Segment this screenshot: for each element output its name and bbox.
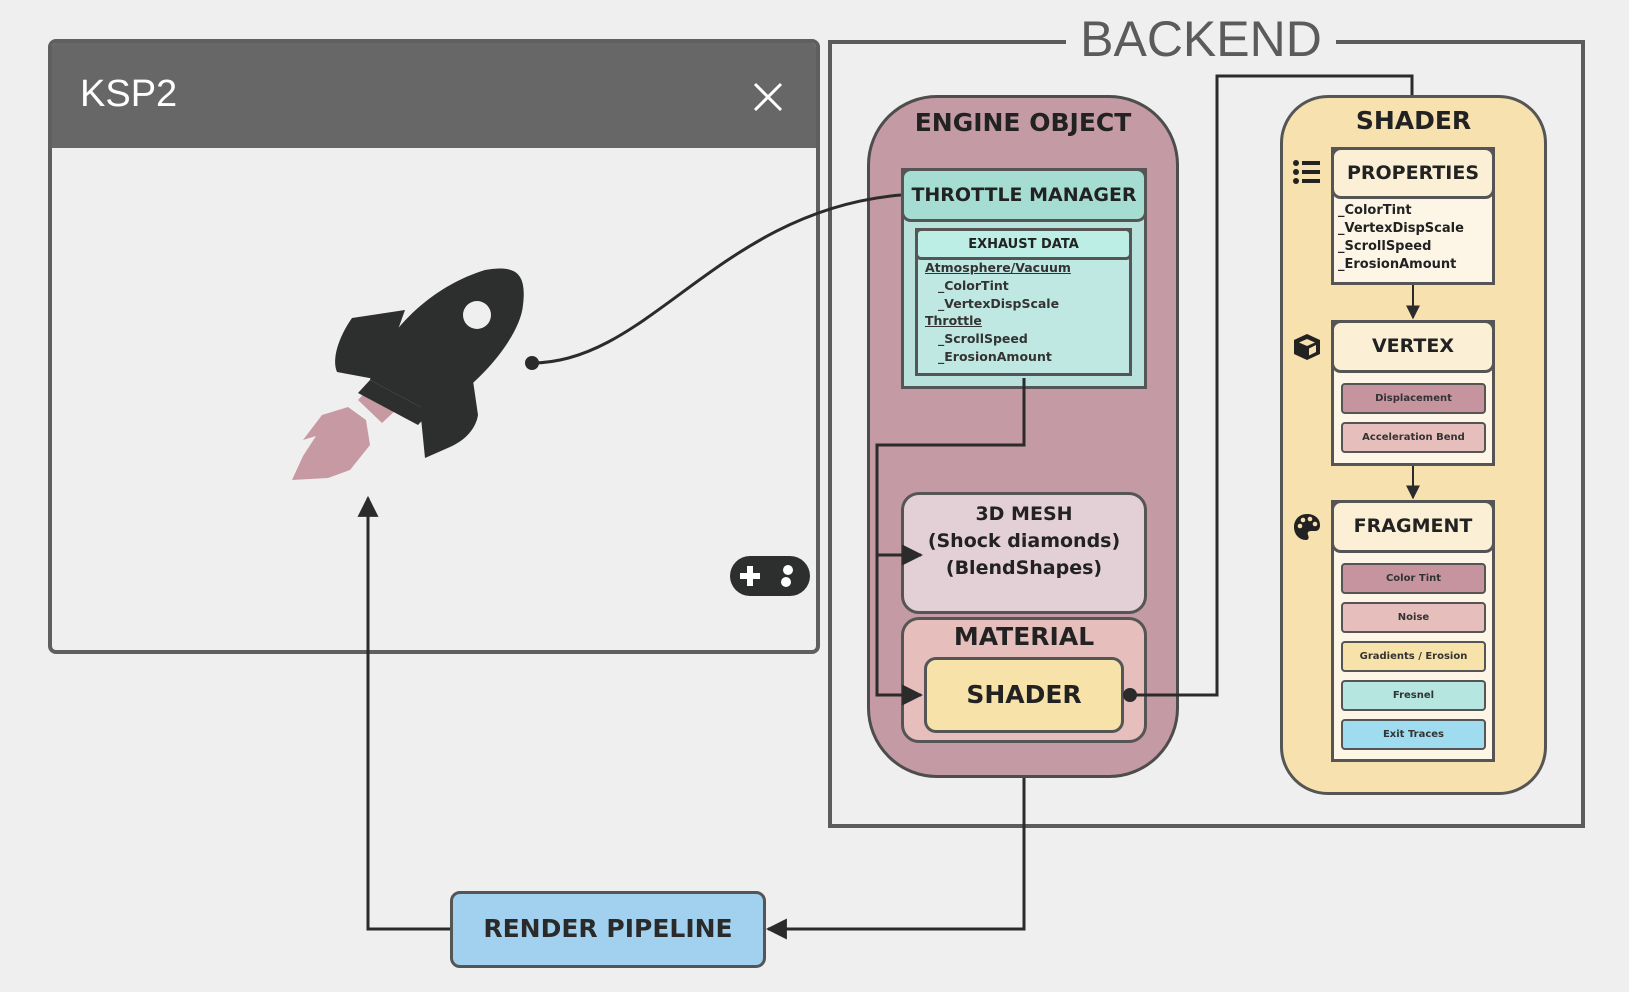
connector-shader-link xyxy=(1130,74,1414,697)
fragment-item: Fresnel xyxy=(1341,680,1486,711)
connector-engine-render xyxy=(765,778,1026,940)
fragment-item: Exit Traces xyxy=(1341,719,1486,750)
gamepad-icon xyxy=(730,556,810,596)
fragment-item: Color Tint xyxy=(1341,563,1486,594)
window-titlebar xyxy=(52,43,816,148)
exhaust-line: Throttle xyxy=(925,313,982,328)
mesh-line: (BlendShapes) xyxy=(945,557,1103,579)
fragment-title: FRAGMENT xyxy=(1331,500,1495,553)
game-window: KSP2 xyxy=(48,39,820,654)
backend-title: BACKEND xyxy=(1066,10,1336,68)
connector-throttle-shader xyxy=(875,555,924,706)
engine-object-title: ENGINE OBJECT xyxy=(914,108,1132,137)
vertex-item: Acceleration Bend xyxy=(1341,422,1486,453)
material-title: MATERIAL xyxy=(953,622,1095,651)
property-item: _ErosionAmount xyxy=(1338,257,1457,272)
shader-title: SHADER xyxy=(1355,106,1472,135)
vertex-title: VERTEX xyxy=(1331,320,1495,373)
fragment-item: Noise xyxy=(1341,602,1486,633)
material-shader-box: SHADER xyxy=(924,657,1124,733)
connector-throttle-mesh xyxy=(875,378,1026,566)
fragment-item: Gradients / Erosion xyxy=(1341,641,1486,672)
exhaust-data-title: EXHAUST DATA xyxy=(915,228,1132,260)
property-item: _ColorTint xyxy=(1338,203,1412,218)
list-icon xyxy=(1293,160,1320,184)
connector-dot xyxy=(525,356,539,370)
connector-render-game xyxy=(357,495,450,931)
mesh-line: 3D MESH xyxy=(975,503,1073,525)
mesh-box: 3D MESH (Shock diamonds) (BlendShapes) xyxy=(901,492,1147,614)
exhaust-line: _VertexDispScale xyxy=(938,296,1060,311)
properties-title: PROPERTIES xyxy=(1331,147,1495,199)
exhaust-line: _ColorTint xyxy=(938,278,1009,293)
throttle-manager-title: THROTTLE MANAGER xyxy=(901,168,1147,222)
connector-rocket-throttle xyxy=(531,193,902,365)
property-item: _ScrollSpeed xyxy=(1338,239,1432,254)
exhaust-line: _ErosionAmount xyxy=(938,349,1052,364)
vertex-item: Displacement xyxy=(1341,383,1486,414)
mesh-line: (Shock diamonds) xyxy=(927,530,1121,552)
rocket-icon xyxy=(292,268,524,480)
render-pipeline-box: RENDER PIPELINE xyxy=(450,891,766,968)
cube-icon xyxy=(1294,334,1320,360)
palette-icon xyxy=(1294,514,1320,540)
window-title: KSP2 xyxy=(80,73,178,115)
property-item: _VertexDispScale xyxy=(1338,221,1464,236)
connector-dot xyxy=(1123,688,1137,702)
close-icon[interactable] xyxy=(752,81,784,113)
exhaust-line: _ScrollSpeed xyxy=(938,331,1028,346)
exhaust-line: Atmosphere/Vacuum xyxy=(925,260,1071,275)
